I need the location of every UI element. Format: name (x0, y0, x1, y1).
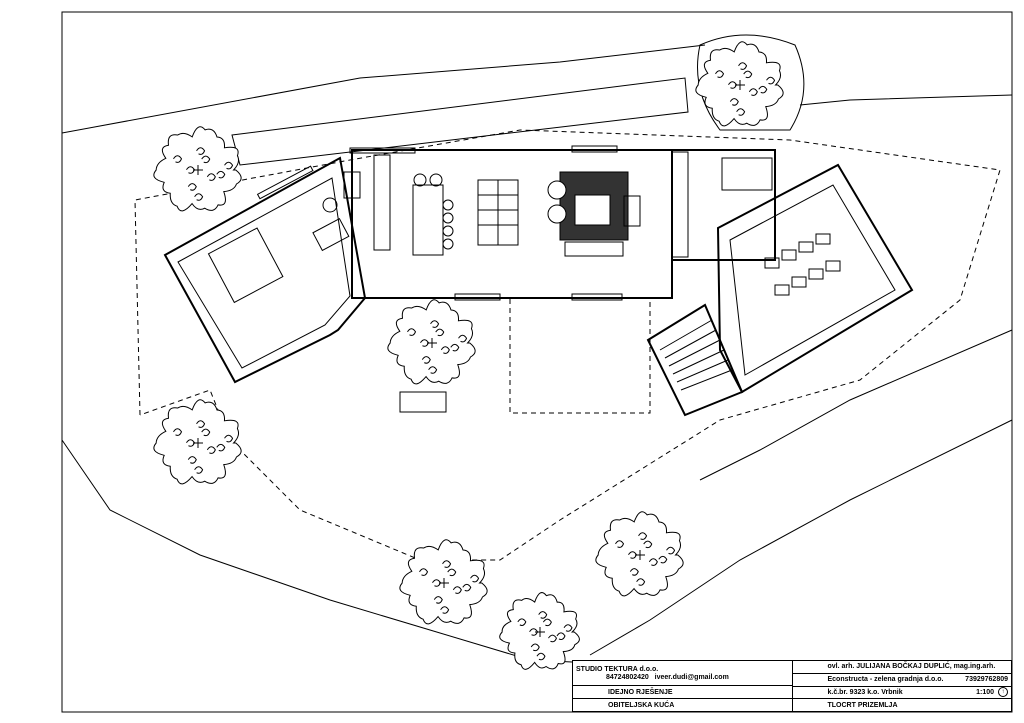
tree-icon (399, 539, 488, 625)
investor-row: Econstructa - zelena gradnja d.o.o. 73929… (792, 674, 1011, 687)
architect-row: ovl. arh. JULIJANA BOČKAJ DUPLIĆ, mag.in… (792, 661, 1011, 674)
tree-icon (153, 399, 242, 485)
location: k.č.br. 9323 k.o. Vrbnik (827, 688, 903, 696)
sheet-row: TLOCRT PRIZEMLJA (793, 699, 1012, 711)
tree-icon (695, 41, 784, 127)
phase: IDEJNO RJEŠENJE (608, 688, 673, 696)
north-arrow-icon: ↑ (998, 687, 1008, 698)
email: iveer.dudi@gmail.com (654, 673, 729, 681)
company-row: STUDIO TEKTURA d.o.o. 84724802420 iveer.… (573, 661, 792, 686)
tree-icon (595, 511, 684, 597)
terrace-outline (231, 77, 689, 166)
phase-row: IDEJNO RJEŠENJE (573, 686, 792, 699)
site-boundary (134, 129, 1001, 561)
title-block: STUDIO TEKTURA d.o.o. 84724802420 iveer.… (572, 660, 1012, 712)
garden-bench (399, 391, 447, 413)
tree-icon (499, 592, 580, 670)
architect: ovl. arh. JULIJANA BOČKAJ DUPLIĆ, mag.in… (827, 663, 996, 671)
investor: Econstructa - zelena gradnja d.o.o. (827, 676, 944, 684)
sheet-title: TLOCRT PRIZEMLJA (827, 701, 898, 709)
scale: 1:100 (976, 688, 994, 696)
building-row: OBITELJSKA KUĆA (573, 699, 792, 711)
terrain-line (61, 439, 573, 663)
terrain-line (799, 94, 1013, 106)
terrain-line (589, 419, 1013, 656)
trees (153, 41, 784, 670)
company-name: STUDIO TEKTURA d.o.o. (576, 665, 659, 673)
oib: 84724802420 (606, 673, 649, 681)
tree-icon (153, 126, 242, 212)
terrain-line (699, 329, 1013, 481)
location-row: k.č.br. 9323 k.o. Vrbnik 1:100 ↑ (792, 687, 1011, 700)
staircase (659, 319, 733, 391)
investor-id: 73929762809 (965, 676, 1008, 684)
terrain-line (61, 44, 706, 134)
building: OBITELJSKA KUĆA (608, 701, 675, 709)
drawing-frame (61, 11, 1013, 713)
windows (256, 145, 623, 301)
terrace-dashed (509, 297, 651, 414)
furniture (207, 151, 841, 304)
tree-icon (387, 299, 476, 385)
